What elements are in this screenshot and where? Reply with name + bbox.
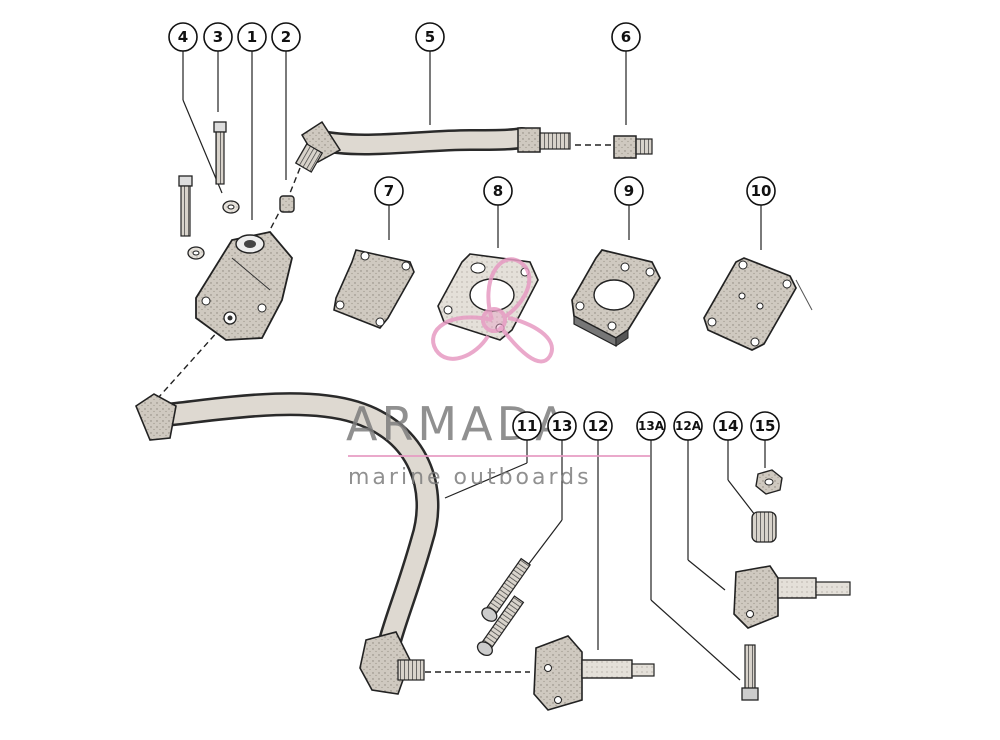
part-13-screw: [476, 557, 531, 657]
part-12a-fitting: [733, 565, 851, 629]
callout-12a: 12A: [675, 419, 702, 433]
callout-12: 12: [588, 417, 609, 435]
callout-3: 3: [213, 28, 223, 46]
part-10-cover-plate: [703, 257, 813, 351]
callout-13: 13: [552, 417, 573, 435]
callout-5: 5: [425, 28, 435, 46]
part-7-gasket: [333, 249, 415, 329]
callout-9: 9: [624, 182, 634, 200]
callout-8: 8: [493, 182, 503, 200]
callout-15: 15: [755, 417, 776, 435]
part-1-housing-block: [195, 231, 293, 341]
part-15-nut: [755, 469, 783, 495]
part-2-small-fitting: [279, 195, 295, 213]
leader-lines: [182, 51, 766, 681]
callout-1: 1: [247, 28, 257, 46]
callout-11: 11: [517, 417, 538, 435]
part-12-fitting: [533, 635, 655, 711]
part-14-spring: [751, 511, 777, 543]
part-6-fitting: [613, 135, 653, 159]
callout-2: 2: [281, 28, 291, 46]
watermark-subtitle: marine outboards: [348, 465, 592, 490]
part-4-bolt: [178, 175, 193, 237]
propeller-logo-icon: [431, 257, 554, 364]
callout-labels: 4 3 1 2 5 6 7 8 9 10 11 13 12 13A 12A 14…: [178, 28, 776, 435]
part-9-adapter-plate: [571, 249, 661, 347]
callout-4: 4: [178, 28, 188, 46]
callout-7: 7: [384, 182, 394, 200]
part-11-fuel-line-lower: [135, 392, 440, 695]
part-4-washer: [187, 200, 240, 260]
part-3-bolt: [213, 121, 227, 185]
callout-6: 6: [621, 28, 631, 46]
part-5-fuel-line-upper: [294, 120, 571, 173]
callout-14: 14: [718, 417, 739, 435]
callout-13a: 13A: [638, 419, 665, 433]
part-13a-bolt: [741, 644, 759, 701]
assembly-dashed-lines: [157, 144, 612, 673]
armada-watermark: ARMADA marine outboards: [346, 257, 650, 490]
callout-10: 10: [751, 182, 772, 200]
callouts: [168, 22, 780, 441]
